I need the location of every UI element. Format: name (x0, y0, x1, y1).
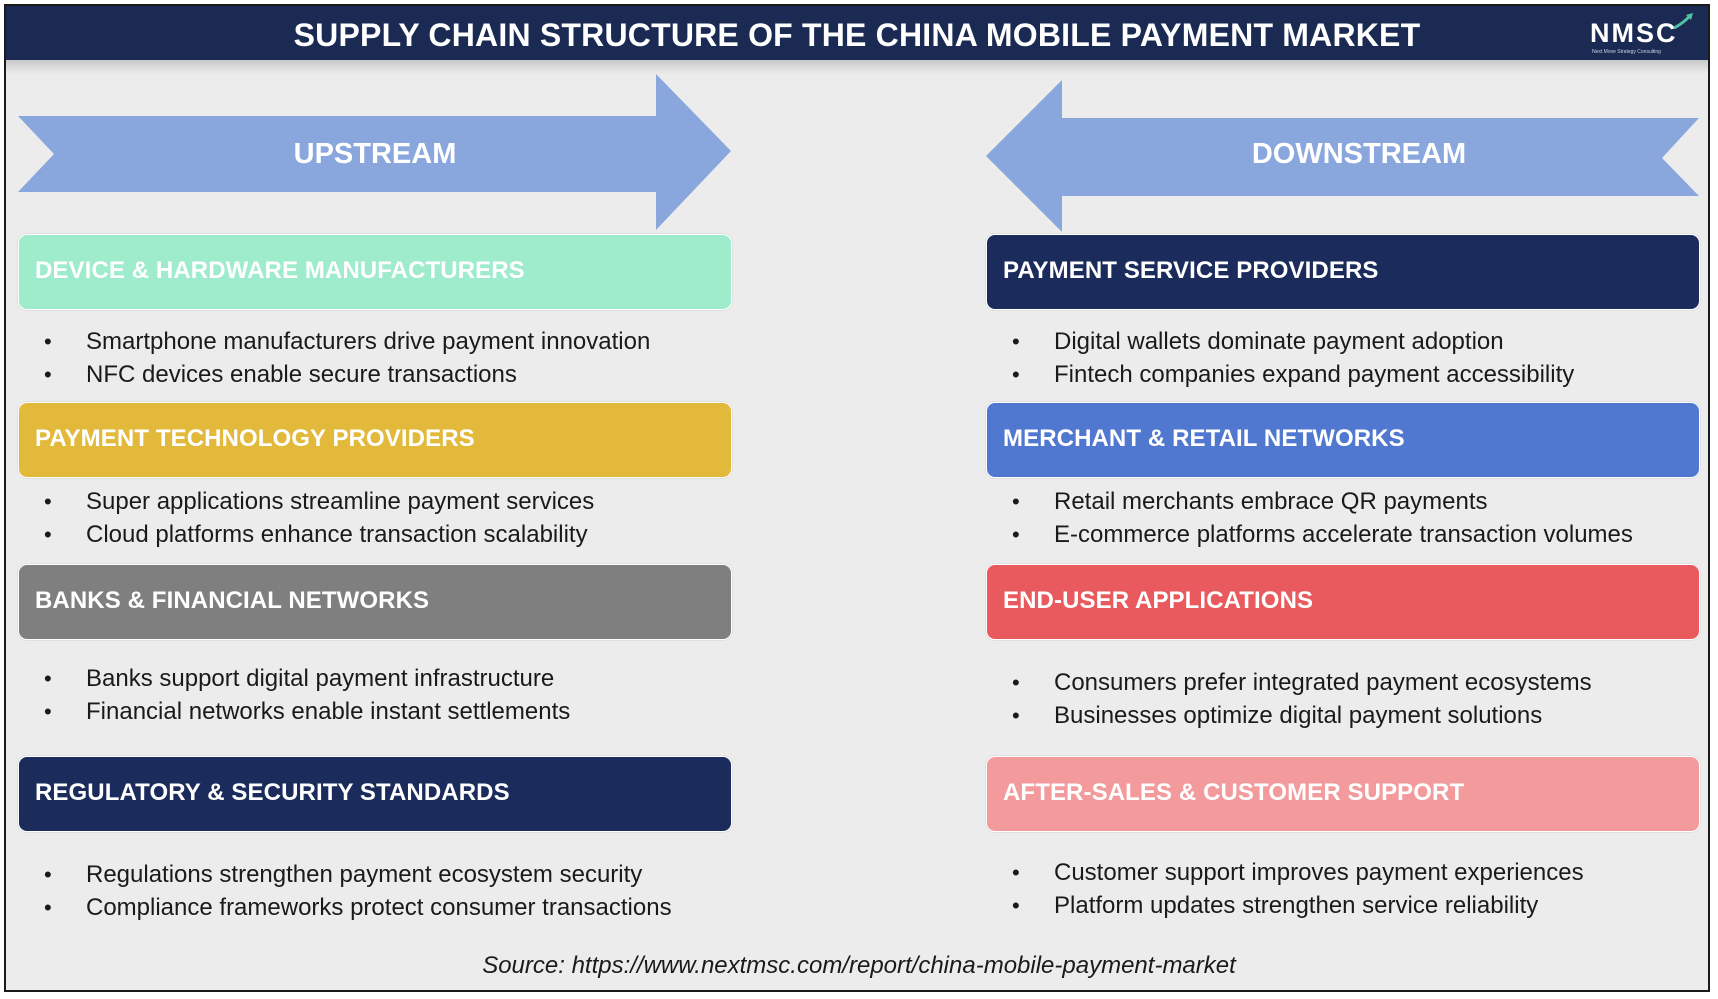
list-item: • Super applications streamline payment s… (44, 485, 595, 518)
category-title: AFTER-SALES & CUSTOMER SUPPORT (1003, 779, 1465, 806)
header-shadow (6, 60, 1708, 74)
bullet-icon: • (1012, 362, 1020, 387)
bullet-icon: • (1012, 703, 1020, 728)
list-item: • Smartphone manufacturers drive payment … (44, 325, 651, 358)
bullet-list-payment-technology: • Super applications streamline payment s… (44, 485, 595, 551)
bullet-list-after-sales-support: • Customer support improves payment exper… (1012, 856, 1584, 922)
bullet-text: Smartphone manufacturers drive payment i… (86, 328, 651, 355)
downstream-arrow (986, 80, 1699, 232)
list-item: • Retail merchants embrace QR payments (1012, 485, 1633, 518)
bullet-list-payment-service-providers: • Digital wallets dominate payment adopti… (1012, 325, 1575, 391)
page-title: SUPPLY CHAIN STRUCTURE OF THE CHINA MOBI… (293, 17, 1421, 53)
category-payment-service-providers: PAYMENT SERVICE PROVIDERS (986, 234, 1700, 310)
bullet-list-banks-financial: • Banks support digital payment infrastru… (44, 662, 571, 728)
category-merchant-retail: MERCHANT & RETAIL NETWORKS (986, 402, 1700, 478)
bullet-text: Retail merchants embrace QR payments (1054, 488, 1488, 515)
category-end-user-applications: END-USER APPLICATIONS (986, 564, 1700, 640)
bullet-icon: • (44, 666, 52, 691)
list-item: • Financial networks enable instant settl… (44, 695, 571, 728)
bullet-icon: • (44, 699, 52, 724)
category-title: END-USER APPLICATIONS (1003, 587, 1314, 614)
header-bar: SUPPLY CHAIN STRUCTURE OF THE CHINA MOBI… (4, 4, 1710, 60)
list-item: • Regulations strengthen payment ecosyste… (44, 858, 672, 891)
upstream-arrow (18, 74, 731, 230)
list-item: • E-commerce platforms accelerate transac… (1012, 518, 1633, 551)
list-item: • Customer support improves payment exper… (1012, 856, 1584, 889)
category-title: BANKS & FINANCIAL NETWORKS (35, 587, 430, 614)
category-after-sales-support: AFTER-SALES & CUSTOMER SUPPORT (986, 756, 1700, 832)
bullet-list-device-hardware: • Smartphone manufacturers drive payment … (44, 325, 651, 391)
bullet-list-end-user-applications: • Consumers prefer integrated payment eco… (1012, 666, 1592, 732)
bullet-icon: • (1012, 670, 1020, 695)
bullet-text: Regulations strengthen payment ecosystem… (86, 861, 643, 888)
bullet-text: Customer support improves payment experi… (1054, 859, 1584, 886)
list-item: • Consumers prefer integrated payment eco… (1012, 666, 1592, 699)
bullet-icon: • (44, 862, 52, 887)
bullet-icon: • (44, 895, 52, 920)
bullet-icon: • (1012, 893, 1020, 918)
bullet-text: Super applications streamline payment se… (86, 488, 595, 515)
bullet-icon: • (1012, 522, 1020, 547)
bullet-text: Platform updates strengthen service reli… (1054, 892, 1539, 919)
category-title: PAYMENT SERVICE PROVIDERS (1003, 257, 1379, 284)
list-item: • Businesses optimize digital payment sol… (1012, 699, 1592, 732)
category-title: MERCHANT & RETAIL NETWORKS (1003, 425, 1405, 452)
bullet-icon: • (44, 362, 52, 387)
list-item: • Compliance frameworks protect consumer … (44, 891, 672, 924)
bullet-text: Compliance frameworks protect consumer t… (86, 894, 672, 921)
bullet-icon: • (1012, 860, 1020, 885)
bullet-icon: • (44, 522, 52, 547)
logo-text: NMSC (1590, 18, 1678, 48)
bullet-text: NFC devices enable secure transactions (86, 361, 517, 388)
bullet-icon: • (1012, 329, 1020, 354)
bullet-list-regulatory-security: • Regulations strengthen payment ecosyste… (44, 858, 672, 924)
list-item: • Cloud platforms enhance transaction sca… (44, 518, 594, 551)
category-payment-technology: PAYMENT TECHNOLOGY PROVIDERS (18, 402, 732, 478)
bullet-text: Cloud platforms enhance transaction scal… (86, 521, 588, 548)
logo-tagline: Next Move Strategy Consulting (1592, 49, 1661, 55)
bullet-icon: • (1012, 489, 1020, 514)
bullet-icon: • (44, 489, 52, 514)
bullet-text: Businesses optimize digital payment solu… (1054, 702, 1543, 729)
bullet-text: Consumers prefer integrated payment ecos… (1054, 669, 1592, 696)
list-item: • Platform updates strengthen service rel… (1012, 889, 1584, 922)
category-title: DEVICE & HARDWARE MANUFACTURERS (35, 257, 525, 284)
list-item: • Fintech companies expand payment access… (1012, 358, 1575, 391)
category-title: PAYMENT TECHNOLOGY PROVIDERS (35, 425, 475, 452)
category-device-hardware: DEVICE & HARDWARE MANUFACTURERS (18, 234, 732, 310)
list-item: • Digital wallets dominate payment adopti… (1012, 325, 1574, 358)
bullet-text: Banks support digital payment infrastruc… (86, 665, 555, 692)
category-regulatory-security: REGULATORY & SECURITY STANDARDS (18, 756, 732, 832)
category-title: REGULATORY & SECURITY STANDARDS (35, 779, 510, 806)
bullet-text: Financial networks enable instant settle… (86, 698, 571, 725)
source-citation: Source: https://www.nextmsc.com/report/c… (482, 952, 1236, 979)
category-banks-financial: BANKS & FINANCIAL NETWORKS (18, 564, 732, 640)
list-item: • NFC devices enable secure transactions (44, 358, 650, 391)
nmsc-logo: NMSC Next Move Strategy Consulting (1590, 13, 1693, 56)
upstream-label: UPSTREAM (293, 138, 457, 170)
list-item: • Banks support digital payment infrastru… (44, 662, 570, 695)
bullet-icon: • (44, 329, 52, 354)
bullet-list-merchant-retail: • Retail merchants embrace QR payments • E… (1012, 485, 1633, 551)
bullet-text: Fintech companies expand payment accessi… (1054, 361, 1575, 388)
bullet-text: E-commerce platforms accelerate transact… (1054, 521, 1633, 548)
downstream-label: DOWNSTREAM (1251, 138, 1467, 170)
logo-swoosh-icon (1673, 13, 1693, 30)
bullet-text: Digital wallets dominate payment adoptio… (1054, 328, 1504, 355)
